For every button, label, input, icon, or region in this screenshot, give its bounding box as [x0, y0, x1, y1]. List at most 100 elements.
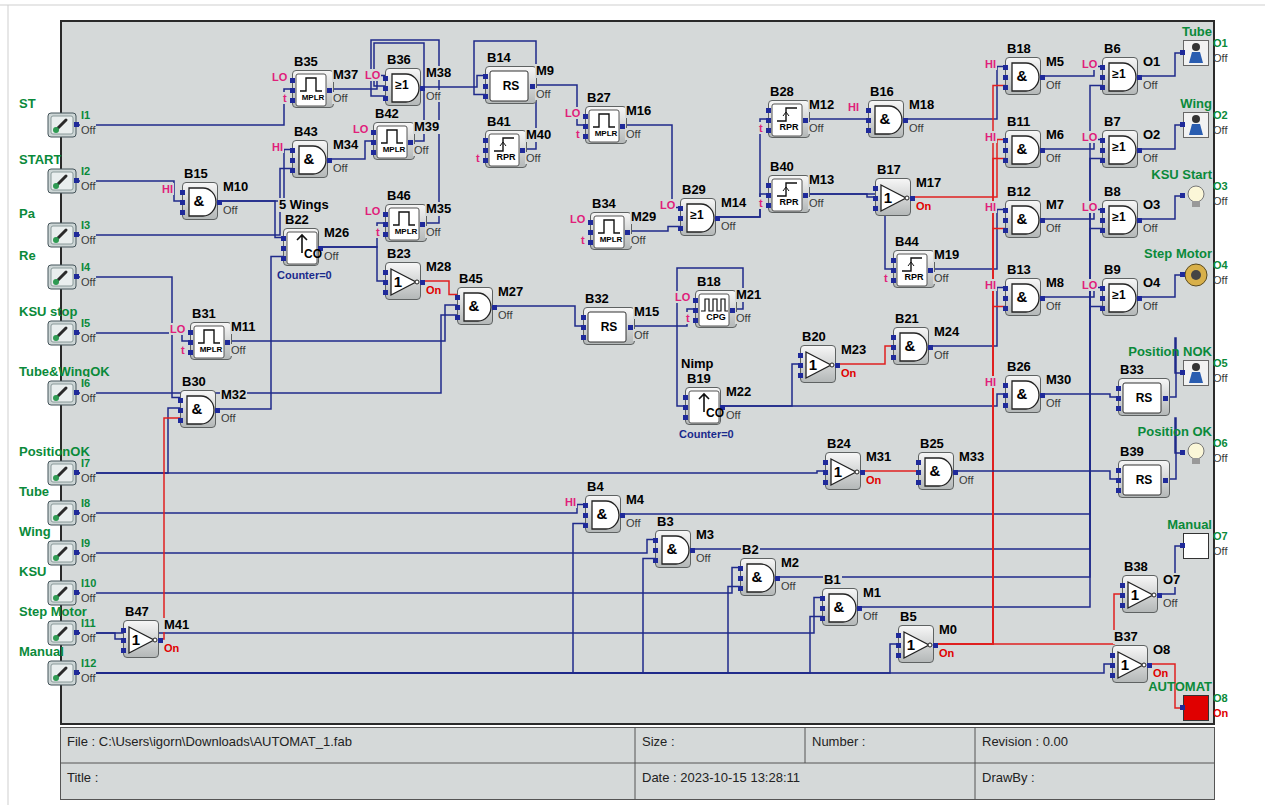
output-state: On [1212, 707, 1229, 719]
connection-pin [74, 232, 79, 237]
signal-wire [721, 364, 800, 406]
title-block-cell: File : C:\Users\igorn\Downloads\AUTOMAT_… [66, 735, 353, 749]
signal-wire [77, 617, 822, 674]
block-state: Off [1142, 79, 1158, 91]
marker-label: M1 [862, 586, 882, 600]
input-address: I1 [80, 109, 91, 121]
block-symbol: 1 [830, 464, 846, 481]
connection-pin [766, 193, 771, 198]
counter-value: Counter=0 [276, 269, 333, 281]
inverter-outline [801, 346, 837, 384]
signal-wire [934, 594, 1122, 644]
function-block: B15&M10Off [182, 182, 218, 220]
connection-pin [738, 566, 743, 571]
block-state: Off [808, 197, 824, 209]
connection-pin [1100, 286, 1105, 291]
block-symbol: ≥1 [1107, 141, 1131, 154]
function-block: B25&M33Off [918, 452, 954, 490]
input-state: Off [80, 472, 96, 484]
marker-label: M11 [230, 320, 257, 334]
connection-pin [383, 290, 388, 295]
block-symbol: & [185, 401, 209, 418]
input-level-marker: LO [1081, 58, 1098, 70]
signal-wire [954, 471, 1118, 479]
connection-pin [738, 576, 743, 581]
block-number: B36 [386, 53, 412, 67]
input-level-marker: LO [364, 205, 381, 217]
connection-pin [588, 230, 593, 235]
input-address: I12 [80, 657, 97, 669]
connection-pin [1180, 705, 1185, 710]
block-number: B24 [826, 437, 852, 451]
function-block: B21&M24Off [893, 327, 929, 365]
marker-label: M13 [808, 173, 835, 187]
input-level-marker: HI [271, 141, 284, 153]
connection-pin [1110, 663, 1115, 668]
signal-wire [319, 223, 385, 247]
block-symbol: MPLR [374, 146, 414, 155]
connection-pin [891, 258, 896, 263]
function-block: B371O8On [1112, 645, 1148, 683]
input-level-marker: t [758, 197, 764, 209]
block-state: Off [862, 610, 878, 622]
function-block: B1&M1Off [822, 588, 858, 626]
block-number: B39 [1119, 445, 1145, 459]
marker-label: O2 [1142, 128, 1161, 142]
grid-line [805, 727, 806, 763]
connection-pin [583, 114, 588, 119]
grid-line [975, 727, 976, 800]
input-state: Off [80, 234, 96, 246]
switch-icon [47, 460, 77, 486]
block-number: B46 [386, 189, 412, 203]
block-state: Off [633, 329, 649, 341]
output-device: ManualO7Off [1183, 533, 1209, 559]
function-block: B471M41On [123, 620, 159, 658]
connection-pin [281, 236, 286, 241]
block-symbol: & [898, 338, 922, 355]
input-state: Off [80, 592, 96, 604]
input-level-marker: LO [364, 69, 381, 81]
block-state: Off [933, 349, 949, 361]
input-level-marker: t [375, 226, 381, 238]
connection-pin [1003, 393, 1008, 398]
connection-pin [290, 158, 295, 163]
function-block: B3&M3Off [655, 530, 691, 568]
switch-icon [47, 112, 77, 138]
connection-pin [1100, 75, 1105, 80]
block-symbol: & [1010, 386, 1034, 403]
connection-pin [188, 330, 193, 335]
block-symbol: & [462, 298, 486, 315]
function-glyph [894, 251, 930, 289]
input-address: I8 [80, 497, 91, 509]
block-number: B12 [1006, 185, 1032, 199]
input-state: Off [80, 512, 96, 524]
function-block: 5 WingsB22COM26OffCounter=0 [283, 228, 319, 266]
input-level-marker: LO [1081, 131, 1098, 143]
connection-pin [823, 460, 828, 465]
block-symbol: 1 [390, 274, 406, 291]
block-state: Off [332, 162, 348, 174]
output-address: O6 [1212, 437, 1229, 449]
input-state: Off [80, 672, 96, 684]
marker-label: M22 [725, 385, 752, 399]
block-state: Off [625, 517, 641, 529]
signal-wire [776, 229, 1102, 578]
connection-pin [683, 405, 688, 410]
marker-label: M3 [695, 528, 715, 542]
connection-pin [74, 122, 79, 127]
block-symbol: MPLR [191, 346, 231, 355]
switch-icon [47, 580, 77, 606]
output-device: TubeO1Off [1183, 40, 1209, 66]
input-switch: ReI4Off [47, 264, 77, 290]
block-symbol: RS [584, 321, 634, 334]
marker-label: M21 [735, 288, 762, 302]
output-name: Position NOK [1127, 345, 1213, 359]
function-block: B11&M6Off [1005, 130, 1041, 168]
connection-pin [820, 616, 825, 621]
connection-pin [891, 268, 896, 273]
function-block: B29≥1M14Off [680, 198, 716, 236]
marker-label: M18 [908, 98, 935, 112]
output-device: WingO2Off [1183, 112, 1209, 138]
connection-pin [766, 108, 771, 113]
marker-label: M35 [425, 202, 452, 216]
